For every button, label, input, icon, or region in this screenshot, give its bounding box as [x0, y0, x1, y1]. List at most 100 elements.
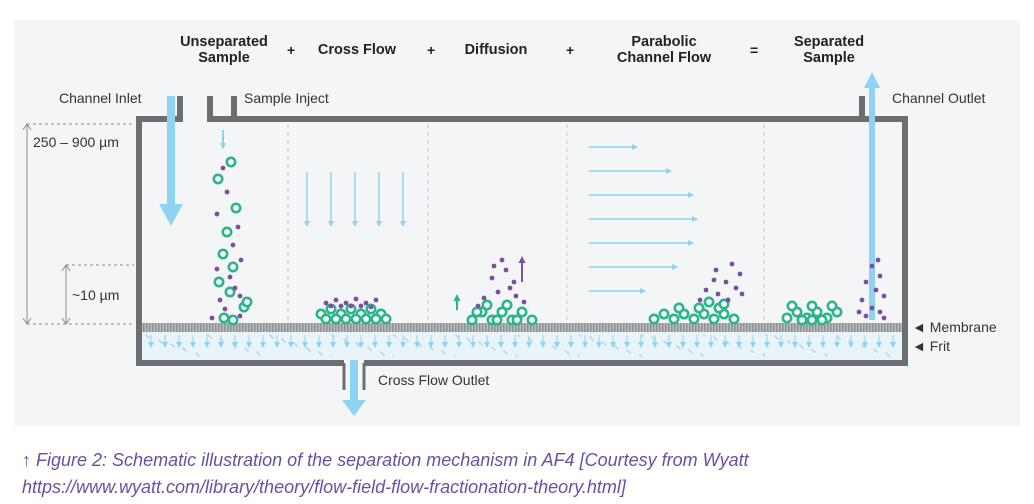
small-particle: [499, 257, 505, 263]
small-particle: [869, 263, 875, 269]
caption-text: Figure 2: Schematic illustration of the …: [22, 450, 749, 497]
label-height-layer: ~10 µm: [72, 287, 120, 303]
small-particle: [238, 257, 244, 263]
large-particle: [491, 314, 503, 326]
small-particle: [373, 297, 379, 303]
large-particle: [728, 313, 740, 325]
large-particle: [370, 313, 382, 325]
small-particle: [491, 263, 497, 269]
large-particle: [658, 308, 670, 320]
large-particle: [221, 226, 233, 238]
small-particle: [881, 293, 887, 299]
outlet-flow-arrow: [864, 72, 880, 320]
large-particle: [496, 306, 508, 318]
large-particle: [516, 306, 528, 318]
height-markers: [22, 123, 134, 325]
small-particle: [338, 303, 344, 309]
large-particle: [693, 302, 705, 314]
small-particle: [358, 303, 364, 309]
large-particle: [227, 314, 239, 326]
label-cross-flow-outlet: Cross Flow Outlet: [378, 372, 490, 388]
small-particle: [230, 242, 236, 248]
operator-plus-1: +: [287, 42, 296, 58]
small-particle: [232, 285, 238, 291]
large-particle: [225, 156, 237, 168]
small-particle: [222, 306, 228, 312]
small-particle: [368, 304, 374, 310]
small-particle: [333, 297, 339, 303]
frit: [142, 332, 902, 360]
small-particle: [224, 189, 230, 195]
small-particle: [739, 291, 745, 297]
small-particle: [703, 287, 709, 293]
small-particle: [489, 275, 495, 281]
header-term-diffusion: Diffusion: [464, 42, 528, 58]
small-particle: [713, 267, 719, 273]
large-particle: [213, 276, 225, 288]
af4-schematic: [22, 72, 908, 416]
small-particle: [353, 296, 359, 302]
small-particle: [873, 287, 879, 293]
small-particle: [521, 299, 527, 305]
small-particle: [475, 303, 481, 309]
large-particle: [703, 296, 715, 308]
section-dividers: [287, 124, 765, 320]
large-particle: [466, 314, 478, 326]
large-particle: [806, 300, 818, 312]
small-particle: [697, 297, 703, 303]
large-particle: [826, 300, 838, 312]
small-particle: [328, 303, 334, 309]
large-particle: [786, 300, 798, 312]
small-particle: [511, 279, 517, 285]
inlet-flow-arrow: [159, 96, 183, 226]
header-term-unseparated-sample: Unseparated Sample: [180, 34, 268, 66]
large-particle: [481, 299, 493, 311]
small-particle: [875, 257, 881, 263]
particles: [209, 156, 887, 326]
large-particle: [511, 314, 523, 326]
small-particle: [859, 297, 865, 303]
large-particle: [806, 314, 818, 326]
small-particle: [513, 293, 519, 299]
large-particle: [224, 286, 236, 298]
header-term-cross-flow: Cross Flow: [317, 42, 397, 58]
small-particle: [237, 313, 243, 319]
small-particle: [863, 279, 869, 285]
small-particle: [725, 297, 731, 303]
small-particle: [729, 261, 735, 267]
large-particle: [380, 313, 392, 325]
small-particle: [733, 285, 739, 291]
small-particle: [877, 273, 883, 279]
frit-flow-arrows: [148, 335, 896, 348]
large-particle: [320, 313, 332, 325]
large-particle: [340, 313, 352, 325]
large-particle: [718, 298, 730, 310]
large-particle: [816, 314, 828, 326]
small-particle: [723, 279, 729, 285]
small-particle: [235, 224, 241, 230]
cross-flow-outlet-arrow: [342, 360, 366, 416]
large-particle: [330, 313, 342, 325]
large-particle: [471, 306, 483, 318]
large-particle: [217, 248, 229, 260]
large-particle: [781, 312, 793, 324]
large-particle: [688, 313, 700, 325]
small-particle: [869, 305, 875, 311]
large-particle: [526, 314, 538, 326]
small-particle: [495, 289, 501, 295]
small-particle: [863, 313, 869, 319]
small-particle: [481, 295, 487, 301]
small-particle: [711, 277, 717, 283]
header-term-separated-sample: Separated Sample: [793, 34, 865, 66]
figure-caption: ↑ Figure 2: Schematic illustration of th…: [22, 447, 1022, 501]
small-particle: [737, 271, 743, 277]
cross-flow-arrows: [304, 172, 406, 227]
large-particle: [212, 173, 224, 185]
large-particle: [241, 296, 253, 308]
figure-panel: Unseparated Sample + Cross Flow + Diffus…: [14, 20, 1020, 426]
large-particle: [230, 202, 242, 214]
small-particle: [214, 211, 220, 217]
small-particle: [881, 315, 887, 321]
small-particle: [220, 165, 226, 171]
small-particle: [363, 300, 369, 306]
